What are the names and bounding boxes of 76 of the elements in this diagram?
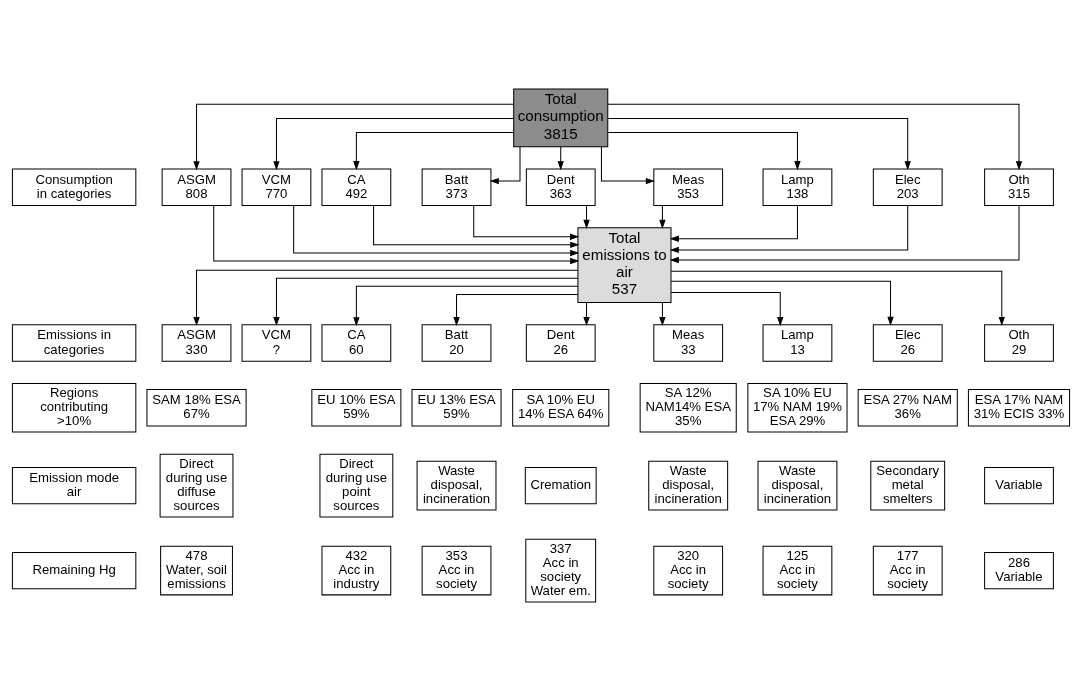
node-box: Cremation (524, 466, 597, 504)
arrow (213, 204, 580, 264)
node-box: EU 10% ESA 59% (311, 388, 402, 426)
node-box: ESA 27% NAM 36% (857, 388, 958, 426)
arrow (607, 103, 1023, 170)
arrow (353, 285, 579, 326)
node-box: Dent 363 (525, 167, 596, 206)
node-box: 177 Acc in society (872, 545, 943, 595)
node-box: ESA 17% NAM 31% ECIS 33% (967, 388, 1071, 426)
node-box: 286 Variable (984, 551, 1054, 589)
node-box: Oth 315 (984, 167, 1054, 206)
arrow (453, 293, 579, 326)
node-box: Waste disposal, incineration (648, 460, 729, 510)
node-box: Batt 20 (421, 323, 492, 362)
arrow (193, 103, 514, 170)
arrow (607, 131, 801, 170)
node-box: Secondary metal smelters (870, 460, 946, 510)
node-box: 432 Acc in industry (321, 545, 392, 595)
node-box: SA 10% EU 14% ESA 64% (512, 388, 610, 426)
arrow (669, 204, 909, 253)
node-box: Waste disposal, incineration (757, 460, 838, 510)
node-box: Direct during use diffuse sources (159, 453, 234, 517)
arrow (373, 204, 580, 248)
node-box: Total consumption 3815 (513, 88, 609, 147)
arrow (669, 204, 798, 242)
arrow (583, 204, 590, 229)
node-box: VCM ? (241, 323, 312, 362)
node-box: Consumption in categories (11, 167, 137, 206)
node-box: 320 Acc in society (653, 545, 724, 595)
arrow (273, 277, 579, 326)
arrow (600, 145, 655, 184)
node-box: Waste disposal, incineration (416, 460, 497, 510)
node-box: SA 10% EU 17% NAM 19% ESA 29% (747, 382, 848, 432)
arrow (670, 291, 784, 326)
node-box: Oth 29 (984, 323, 1054, 362)
arrow (607, 117, 911, 170)
node-box: Regions contributing >10% (11, 382, 137, 432)
node-box: Remaining Hg (11, 551, 137, 589)
node-box: ASGM 808 (161, 167, 232, 206)
arrow (193, 269, 579, 326)
arrow (557, 145, 564, 170)
node-box: Lamp 138 (762, 167, 833, 206)
arrow (473, 204, 580, 240)
node-box: Direct during use point sources (319, 453, 394, 517)
arrow (670, 270, 1005, 326)
node-box: Total emissions to air 537 (577, 226, 672, 303)
node-box: CA 492 (321, 167, 392, 206)
node-box: EU 13% ESA 59% (411, 388, 502, 426)
node-box: Lamp 13 (762, 323, 833, 362)
node-box: 478 Water, soil emissions (160, 545, 233, 595)
arrow (669, 204, 1020, 263)
node-box: Batt 373 (421, 167, 492, 206)
node-box: Variable (984, 466, 1054, 504)
arrow (353, 131, 515, 170)
node-box: Elec 26 (872, 323, 943, 362)
arrow (659, 204, 666, 229)
arrow (293, 204, 580, 256)
node-box: Meas 353 (653, 167, 724, 206)
arrow (583, 301, 590, 326)
node-box: Elec 203 (872, 167, 943, 206)
node-box: VCM 770 (241, 167, 312, 206)
node-box: CA 60 (321, 323, 392, 362)
node-box: SAM 18% ESA 67% (146, 388, 247, 426)
node-box: 353 Acc in society (421, 545, 492, 595)
node-box: 337 Acc in society Water em. (525, 538, 597, 602)
node-box: Emission mode air (11, 466, 137, 504)
arrow (273, 117, 514, 170)
arrow (670, 280, 894, 326)
arrow (489, 145, 521, 184)
node-box: Meas 33 (653, 323, 724, 362)
node-box: 125 Acc in society (762, 545, 833, 595)
node-box: ASGM 330 (161, 323, 232, 362)
arrow (659, 301, 666, 326)
node-box: Dent 26 (525, 323, 596, 362)
node-box: Emissions in categories (11, 323, 137, 362)
node-box: SA 12% NAM14% ESA 35% (639, 382, 737, 432)
